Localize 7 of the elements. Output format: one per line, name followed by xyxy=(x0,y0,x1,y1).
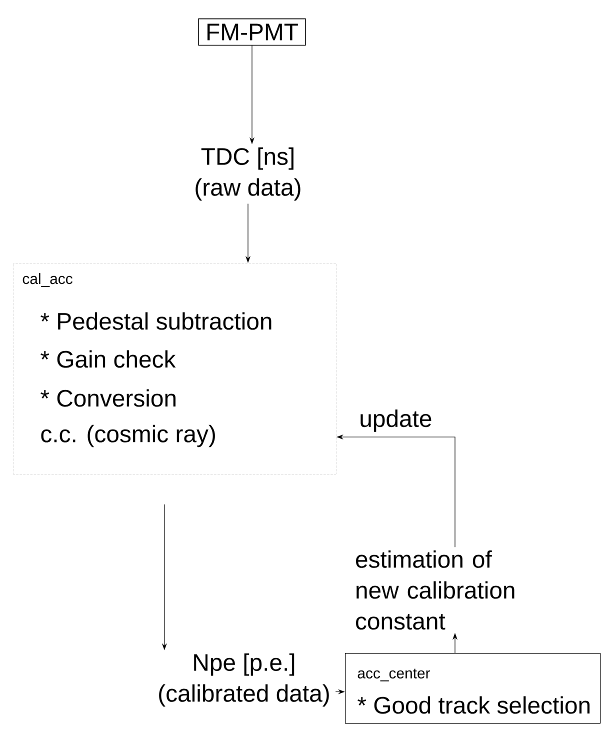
process-text: estimation of new calibration constant xyxy=(356,550,514,630)
output-text: Npe [p.e.] (calibrated data) xyxy=(159,653,329,707)
output-text: TDC [ns] (raw data) xyxy=(196,147,300,201)
process-box: acc_center * Good track selection xyxy=(345,653,601,724)
process-box: cal_acc * Pedestal subtraction * Gain check * Conversion c.c. (cosmic ray) xyxy=(13,263,336,474)
process-box: FM-PMT xyxy=(198,18,306,46)
edge-label: update xyxy=(360,410,432,432)
